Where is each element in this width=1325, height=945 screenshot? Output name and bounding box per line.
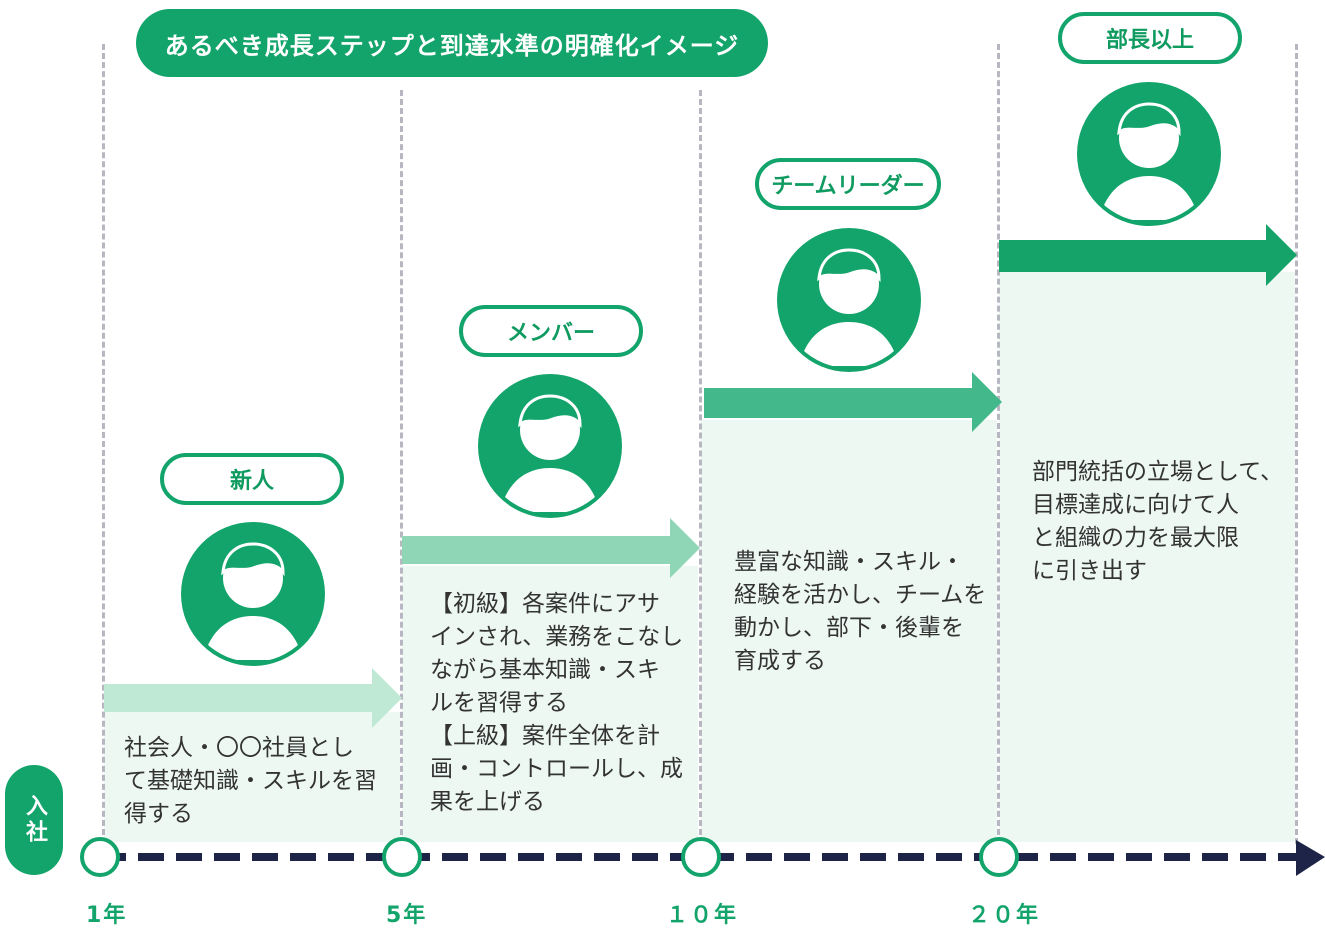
desc-line: ながら基本知識・スキ (430, 657, 660, 683)
milestone-year-5 (382, 837, 422, 877)
desc-line: 豊富な知識・スキル・ (734, 549, 964, 575)
stage-description-new-hire: 社会人・〇〇社員とし て基礎知識・スキルを習 得する (124, 732, 377, 831)
desc-line: 果を上げる (430, 789, 545, 815)
desc-line: と組織の力を最大限 (1032, 525, 1239, 551)
divider-year-20 (997, 44, 1000, 844)
stage-description-team-leader: 豊富な知識・スキル・ 経験を活かし、チームを 動かし、部下・後輩を 育成する (734, 546, 986, 678)
milestone-year-10 (681, 837, 721, 877)
desc-line: 得する (124, 801, 193, 827)
year-label-1: 1年 (86, 903, 128, 928)
person-avatar-icon (181, 522, 325, 666)
year-label-20: ２０年 (968, 903, 1041, 928)
desc-line: ルを習得する (430, 690, 568, 716)
divider-year-5 (400, 90, 403, 844)
desc-line: インされ、業務をこなし (430, 624, 684, 650)
desc-line: 【上級】案件全体を計 (430, 723, 660, 749)
milestone-year-1 (80, 837, 120, 877)
divider-year-1 (102, 44, 105, 844)
desc-line: 育成する (734, 648, 826, 674)
desc-line: 画・コントロールし、成 (430, 756, 683, 782)
arrow-stage-3 (704, 372, 1002, 432)
desc-line: て基礎知識・スキルを習 (124, 768, 377, 794)
role-label-member: メンバー (459, 305, 643, 357)
stage-panel-2 (402, 566, 698, 842)
stage-panel-4 (999, 272, 1295, 842)
role-label-manager: 部長以上 (1058, 12, 1242, 64)
divider-end (1295, 44, 1298, 844)
year-label-10: １０年 (666, 903, 739, 928)
stage-panel-1 (104, 712, 400, 842)
stage-description-member: 【初級】各案件にアサ インされ、業務をこなし ながら基本知識・スキ ルを習得する… (430, 588, 683, 819)
desc-line: 動かし、部下・後輩を (734, 615, 964, 641)
year-label-5: 5年 (386, 903, 428, 928)
milestone-year-20 (979, 837, 1019, 877)
desc-line: 経験を活かし、チームを (734, 582, 987, 608)
desc-line: に引き出す (1032, 558, 1147, 584)
desc-line: 社会人・〇〇社員とし (124, 735, 354, 761)
role-label-new-hire: 新人 (160, 453, 344, 505)
start-label: 入社 (5, 765, 63, 875)
person-avatar-icon (478, 374, 622, 518)
person-avatar-icon (1077, 82, 1221, 226)
divider-year-10 (699, 90, 702, 844)
desc-line: 【初級】各案件にアサ (430, 591, 660, 617)
timeline-arrowhead (1296, 840, 1325, 876)
diagram-title: あるべき成長ステップと到達水準の明確化イメージ (136, 9, 768, 77)
arrow-stage-4 (999, 224, 1297, 286)
arrow-stage-2 (402, 518, 700, 578)
role-label-team-leader: チームリーダー (755, 158, 941, 210)
stage-description-manager: 部門統括の立場として、 目標達成に向けて人 と組織の力を最大限 に引き出す (1032, 456, 1283, 588)
arrow-stage-1 (104, 668, 402, 728)
desc-line: 部門統括の立場として、 (1032, 459, 1284, 485)
stage-panel-3 (701, 420, 997, 842)
desc-line: 目標達成に向けて人 (1032, 492, 1239, 518)
person-avatar-icon (777, 228, 921, 372)
